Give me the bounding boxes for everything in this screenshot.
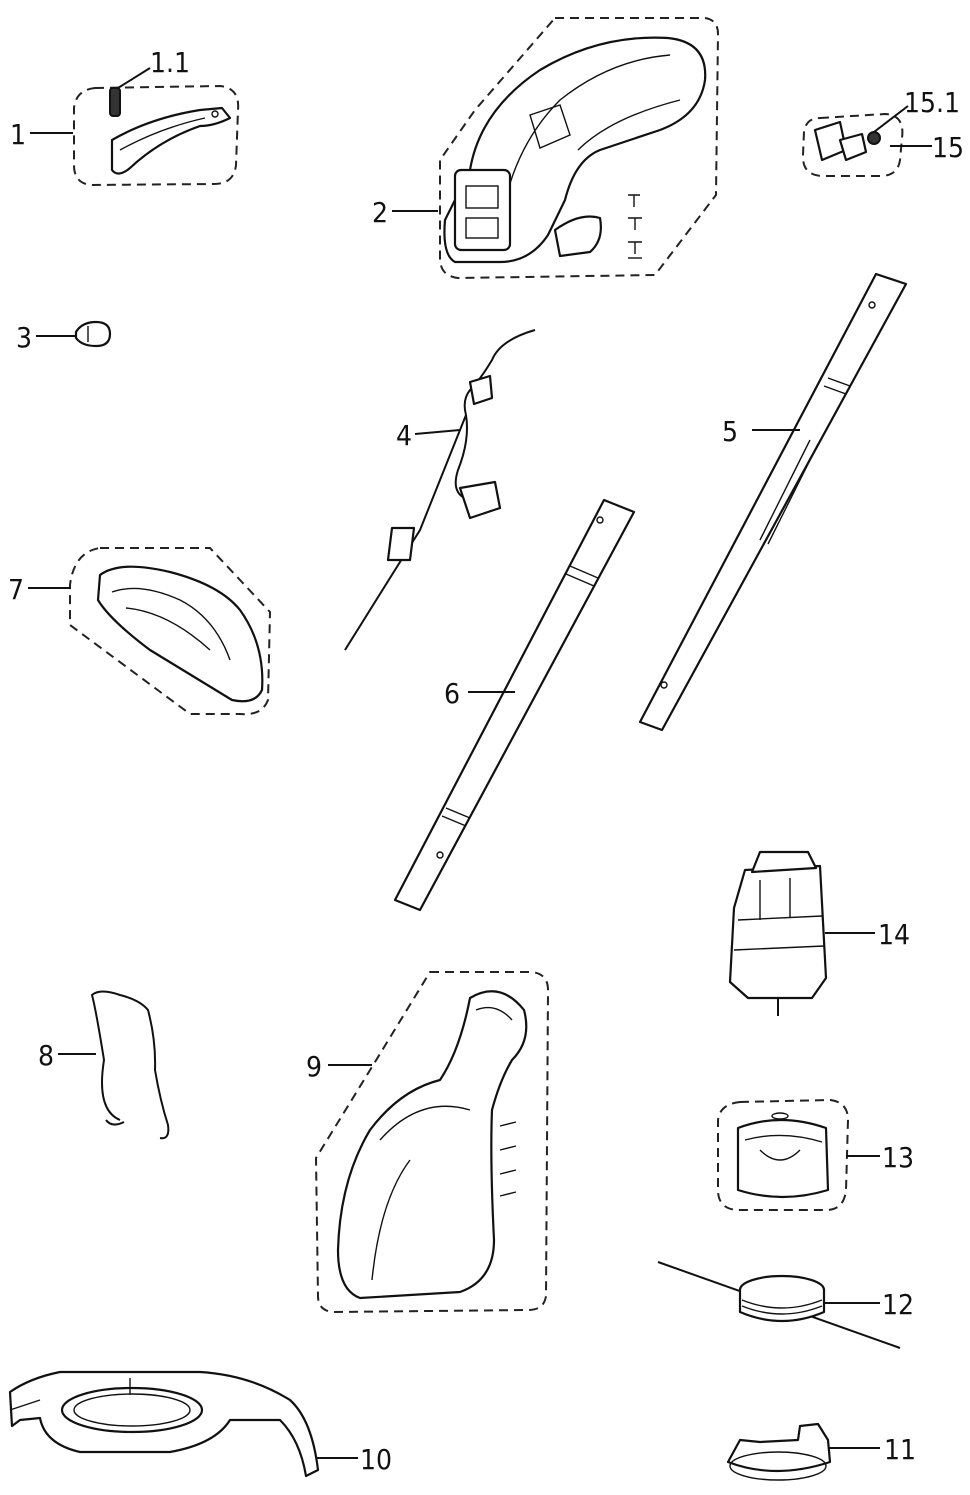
label-6: 6	[444, 677, 460, 710]
part-11-spool-cap	[726, 1422, 832, 1481]
part-2-handle-housing	[439, 17, 720, 280]
label-1: 1	[10, 118, 26, 151]
label-13: 13	[882, 1141, 914, 1174]
label-3: 3	[16, 321, 32, 354]
label-2: 2	[372, 196, 388, 229]
part-4-power-cable	[344, 329, 536, 651]
part-15-1-button	[867, 131, 881, 145]
label-12: 12	[882, 1288, 914, 1321]
leader-15-1	[873, 105, 909, 133]
part-7-auxiliary-handle	[69, 547, 272, 716]
label-9: 9	[306, 1050, 322, 1083]
part-1-trigger-lever	[73, 84, 240, 187]
label-10: 10	[360, 1443, 392, 1476]
label-15: 15	[932, 131, 964, 164]
part-9-motor-housing	[314, 971, 550, 1314]
part-14-motor	[728, 850, 828, 1016]
part-8-wire-guard	[90, 990, 170, 1140]
label-8: 8	[38, 1039, 54, 1072]
label-15-1: 15.1	[904, 86, 960, 119]
part-15-switch	[801, 112, 904, 177]
label-1-1: 1.1	[150, 46, 190, 79]
part-13-spool-housing	[717, 1098, 850, 1211]
label-14: 14	[878, 918, 910, 951]
part-1-1-spring	[109, 87, 121, 117]
label-7: 7	[8, 573, 24, 606]
label-11: 11	[884, 1433, 916, 1466]
part-6-lower-tube	[393, 498, 636, 912]
leader-4	[414, 429, 461, 435]
part-12-line-spool	[657, 1261, 901, 1349]
part-10-guard	[8, 1370, 320, 1478]
part-3-cable-clip	[74, 320, 112, 348]
label-4: 4	[396, 419, 412, 452]
leader-1-1	[117, 67, 151, 89]
part-5-upper-tube	[638, 272, 908, 732]
label-5: 5	[722, 415, 738, 448]
